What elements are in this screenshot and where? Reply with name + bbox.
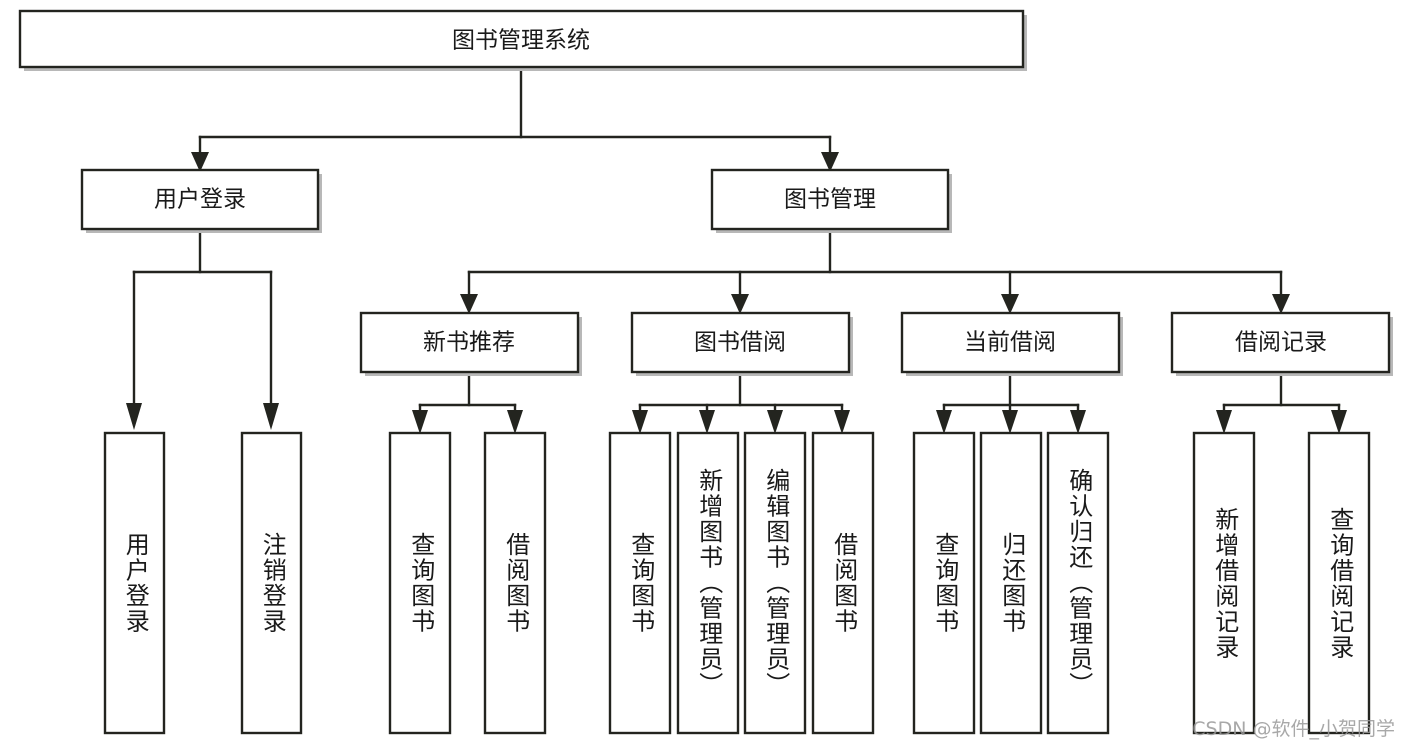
leaf-query-record-rect[interactable] [1307, 431, 1371, 735]
connector-group [126, 65, 1347, 434]
leaf-node-group [103, 431, 1371, 735]
node-user-login[interactable]: 用户登录 [80, 168, 322, 233]
arrow-head-leaf-confirm-return [1070, 410, 1086, 434]
arrow-head-leaf-borrow-book-1 [507, 410, 523, 434]
arrow-head-leaf-add-book [699, 410, 715, 434]
arrow-head-leaf-user-login [126, 403, 142, 430]
node-current-borrow[interactable]: 当前借阅 [900, 311, 1123, 376]
node-book-borrow[interactable]: 图书借阅 [630, 311, 853, 376]
node-root-label: 图书管理系统 [452, 28, 590, 54]
node-current-borrow-label: 当前借阅 [964, 330, 1056, 356]
watermark-text: CSDN @软件_小贺同学 [1192, 718, 1395, 740]
arrow-head-leaf-query-book-1 [412, 410, 428, 434]
arrow-head-current-borrow [1001, 294, 1019, 314]
leaf-logout-login-rect[interactable] [240, 431, 303, 735]
leaf-return-book-rect[interactable] [979, 431, 1043, 735]
leaf-confirm-return-rect[interactable] [1046, 431, 1110, 735]
node-new-book-recommend-label: 新书推荐 [423, 330, 515, 356]
arrow-head-leaf-edit-book [767, 410, 783, 434]
leaf-add-record-rect[interactable] [1192, 431, 1256, 735]
arrow-head-leaf-add-record [1216, 410, 1232, 434]
node-book-borrow-rect[interactable] [630, 311, 851, 374]
node-new-book-recommend-rect[interactable] [359, 311, 580, 374]
node-new-book-recommend[interactable]: 新书推荐 [359, 311, 582, 376]
node-root[interactable]: 图书管理系统 [18, 9, 1027, 71]
node-root-rect[interactable] [18, 9, 1025, 69]
arrow-head-borrow-record [1272, 294, 1290, 314]
node-borrow-record-rect[interactable] [1170, 311, 1391, 374]
node-book-management-label: 图书管理 [784, 187, 876, 213]
node-book-management[interactable]: 图书管理 [710, 168, 952, 233]
arrow-head-leaf-logout-login [263, 403, 279, 430]
arrow-head-leaf-borrow-book-2 [834, 410, 850, 434]
arrow-head-leaf-query-book-3 [936, 410, 952, 434]
leaf-add-book-rect[interactable] [676, 431, 740, 735]
node-current-borrow-rect[interactable] [900, 311, 1121, 374]
node-user-login-label: 用户登录 [154, 187, 246, 213]
node-book-borrow-label: 图书借阅 [694, 330, 786, 356]
arrow-head-leaf-query-book-2 [632, 410, 648, 434]
leaf-query-book-2-rect[interactable] [608, 431, 672, 735]
arrow-head-leaf-query-record [1331, 410, 1347, 434]
node-borrow-record-label: 借阅记录 [1235, 330, 1327, 356]
arrow-head-user-login [191, 152, 209, 172]
node-user-login-rect[interactable] [80, 168, 320, 231]
leaf-user-login-rect[interactable] [103, 431, 166, 735]
leaf-edit-book-rect[interactable] [743, 431, 807, 735]
arrow-head-book-borrow [731, 294, 749, 314]
leaf-query-book-1-rect[interactable] [388, 431, 452, 735]
node-book-management-rect[interactable] [710, 168, 950, 231]
leaf-query-book-3-rect[interactable] [912, 431, 976, 735]
arrow-head-leaf-return-book [1002, 410, 1018, 434]
arrow-head-book-management [821, 152, 839, 172]
node-borrow-record[interactable]: 借阅记录 [1170, 311, 1393, 376]
arrow-head-new-book-recommend [460, 294, 478, 314]
leaf-borrow-book-2-rect[interactable] [811, 431, 875, 735]
leaf-borrow-book-1-rect[interactable] [483, 431, 547, 735]
